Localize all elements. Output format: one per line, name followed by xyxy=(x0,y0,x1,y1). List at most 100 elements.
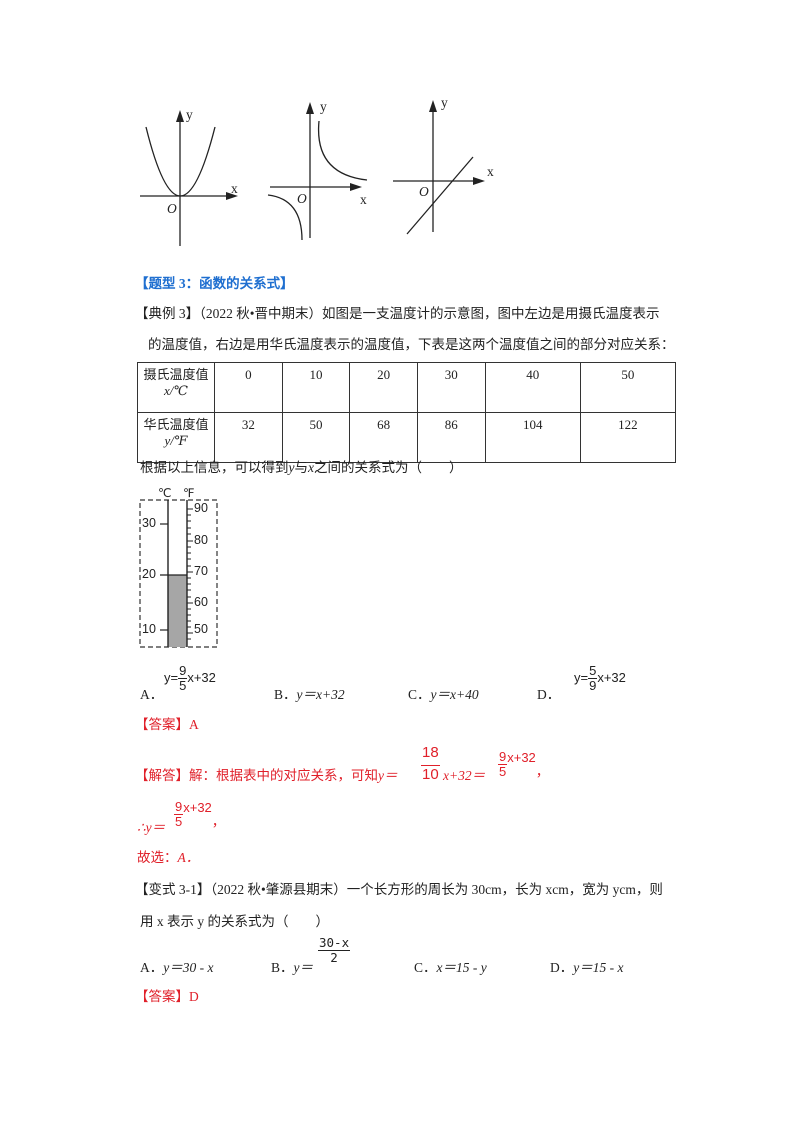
parabola-graph xyxy=(140,100,485,246)
variant-option-b: B．y＝ xyxy=(271,959,313,977)
option-d-label: D． xyxy=(537,687,561,702)
variant-option-d-label: D． xyxy=(550,960,574,975)
example3-line2: 的温度值，右边是用华氏温度表示的温度值，下表是这两个温度值之间的部分对应关系： xyxy=(148,337,675,352)
option-d-post: x+32 xyxy=(597,670,626,686)
option-c: C．y＝x+40 xyxy=(408,686,479,704)
header-var: y/℉ xyxy=(164,433,188,448)
graph1-y-label: y xyxy=(186,107,193,122)
table-cell: 32 xyxy=(214,412,283,463)
solution-choose: 故选： xyxy=(137,850,178,865)
example3-text-1: 如图是一支温度计的示意图，图中左边是用摄氏温度表示 xyxy=(321,306,660,321)
solution-mid: x+32＝ xyxy=(443,767,485,785)
fraction-denominator: 5 xyxy=(175,814,183,829)
variant31-line2: 用 x 表示 y 的关系式为（ ） xyxy=(140,914,329,929)
section-title: 【题型 3：函数的关系式】 xyxy=(135,276,294,291)
table-cell: 20 xyxy=(349,362,418,413)
fraction-numerator: 30-x xyxy=(318,935,351,951)
table-row-celsius: 摄氏温度值 x/℃ 0 10 20 30 40 50 xyxy=(137,362,677,413)
table-header-fahrenheit: 华氏温度值 y/℉ xyxy=(137,412,215,463)
option-a-pre: y= xyxy=(164,670,179,686)
table-cell: 68 xyxy=(349,412,418,463)
table-cell: 50 xyxy=(281,412,351,463)
solution-y: y＝ xyxy=(378,768,398,783)
variant-option-c: C．x＝15 - y xyxy=(414,959,487,977)
celsius-unit: ℃ xyxy=(158,486,172,500)
fahrenheit-tick-80: 80 xyxy=(194,533,208,547)
temperature-table: 摄氏温度值 x/℃ 0 10 20 30 40 50 华氏温度值 y/℉ 32 … xyxy=(137,362,677,463)
example3-tag: 【典例 3】 xyxy=(135,306,200,321)
solution-post: x+32 xyxy=(183,800,212,816)
fraction-numerator: 5 xyxy=(588,663,598,679)
solution-therefore: ∴y＝ xyxy=(137,820,166,835)
variant31-answer: 【答案】D xyxy=(135,989,199,1004)
variant31-line1: 【变式 3-1】（2022 秋•肇源县期末）一个长方形的周长为 30cm，长为 … xyxy=(135,881,663,899)
fahrenheit-tick-70: 70 xyxy=(194,564,208,578)
table-cell: 10 xyxy=(281,362,351,413)
table-cell: 104 xyxy=(484,412,581,463)
solution-line2: ∴y＝ xyxy=(137,819,165,837)
question-var-y: y xyxy=(288,460,295,475)
option-c-label: C． xyxy=(408,687,431,702)
variant-option-a-expr: y＝30 - x xyxy=(163,960,214,975)
question-text: 与 xyxy=(294,460,309,475)
graph3-origin-label: O xyxy=(419,184,429,199)
solution-mid-text: x+32＝ xyxy=(443,768,486,783)
question-text: 之间的关系式为（ ） xyxy=(314,460,463,475)
variant-option-d: D．y＝15 - x xyxy=(550,959,623,977)
example3-line1: 【典例 3】（2022 秋•晋中期末）如图是一支温度计的示意图，图中左边是用摄氏… xyxy=(135,305,659,323)
option-b-label: B． xyxy=(274,687,297,702)
solution-comma: ， xyxy=(535,764,550,780)
graph2-origin-label: O xyxy=(297,191,307,206)
variant-option-c-expr: x＝15 - y xyxy=(436,960,487,975)
solution-choice: A． xyxy=(177,850,200,865)
variant31-tag: 【变式 3-1】 xyxy=(135,882,211,897)
thermometer-diagram xyxy=(139,499,218,648)
fraction-denominator: 9 xyxy=(589,678,597,693)
option-b: B．y＝x+32 xyxy=(274,686,345,704)
graph2-y-label: y xyxy=(320,99,327,114)
solution-post: x+32 xyxy=(507,750,536,766)
graph1-origin-label: O xyxy=(167,201,177,216)
question-var-x: x xyxy=(308,460,314,475)
fraction-numerator: 18 xyxy=(422,744,439,761)
option-a-post: x+32 xyxy=(187,670,216,686)
solution-line3: 故选：A． xyxy=(137,849,199,867)
table-cell: 86 xyxy=(416,412,486,463)
fahrenheit-tick-90: 90 xyxy=(194,501,208,515)
graph3-x-label: x xyxy=(487,164,494,179)
table-row-fahrenheit: 华氏温度值 y/℉ 32 50 68 86 104 122 xyxy=(137,412,677,463)
header-var: x/℃ xyxy=(164,383,188,398)
example3-question: 根据以上信息，可以得到y与x之间的关系式为（ ） xyxy=(140,459,463,477)
variant-option-b-pre: y＝ xyxy=(293,960,314,975)
variant-option-d-expr: y＝15 - x xyxy=(573,960,624,975)
fraction-denominator: 5 xyxy=(179,678,187,693)
option-a-label: A． xyxy=(140,687,164,702)
solution-comma: ， xyxy=(211,814,226,830)
fahrenheit-unit: ℉ xyxy=(183,486,195,500)
fahrenheit-tick-50: 50 xyxy=(194,622,208,636)
variant31-text-1: 一个长方形的周长为 30cm，长为 xcm，宽为 ycm，则 xyxy=(346,882,663,897)
question-text: 根据以上信息，可以得到 xyxy=(140,460,289,475)
solution-tag: 【解答】 xyxy=(135,768,189,783)
graph1-x-label: x xyxy=(231,181,238,196)
header-text: 摄氏温度值 xyxy=(143,367,209,382)
celsius-tick-10: 10 xyxy=(142,622,156,636)
variant-option-b-label: B． xyxy=(271,960,294,975)
fraction-denominator: 2 xyxy=(330,950,338,965)
variant31-source: （2022 秋•肇源县期末） xyxy=(210,882,347,897)
option-d-pre: y= xyxy=(574,670,589,686)
variant-option-c-label: C． xyxy=(414,960,437,975)
example3-source: （2022 秋•晋中期末） xyxy=(199,306,322,321)
fraction-numerator: 9 xyxy=(174,799,184,815)
variant-option-a: A．y＝30 - x xyxy=(140,959,213,977)
solution-line1: 【解答】解：根据表中的对应关系，可知y＝ xyxy=(135,767,398,785)
graph3-y-label: y xyxy=(441,95,448,110)
table-cell: 0 xyxy=(214,362,283,413)
solution-text: 解：根据表中的对应关系，可知 xyxy=(189,768,378,783)
